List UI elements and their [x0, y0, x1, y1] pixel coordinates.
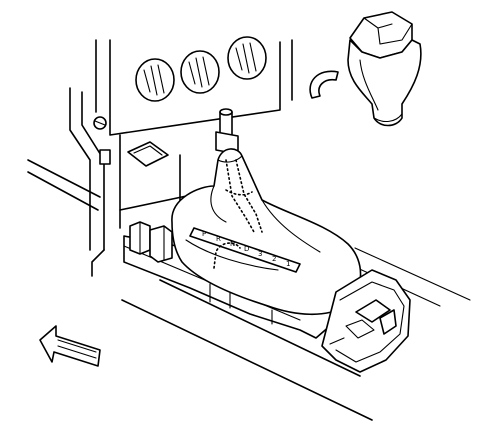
climate-knob-right [227, 36, 267, 80]
panel-slot [127, 141, 169, 167]
gear-letter-d: D [244, 245, 249, 253]
gear-letter-1: 1 [286, 260, 290, 268]
console-bezel-right [321, 269, 411, 373]
small-clip [99, 149, 111, 165]
direction-arrow-icon [39, 325, 101, 367]
shift-knob [347, 11, 422, 127]
climate-knob-left [135, 58, 175, 102]
console-bracket [129, 221, 173, 263]
gear-letter-3: 3 [258, 250, 262, 258]
gear-letter-r: R [216, 235, 221, 243]
bolt-icon [93, 116, 107, 130]
gear-indicator-strip [189, 227, 301, 273]
dash-panel [69, 39, 293, 277]
shift-lever-shaft [215, 108, 239, 155]
retainer-clip-icon [309, 70, 339, 99]
gear-letter-p: P [202, 230, 206, 238]
gear-letter-2: 2 [272, 255, 276, 263]
climate-knob-center [180, 50, 220, 94]
hidden-lever-outline [213, 159, 263, 269]
shifter-boot [171, 148, 362, 316]
